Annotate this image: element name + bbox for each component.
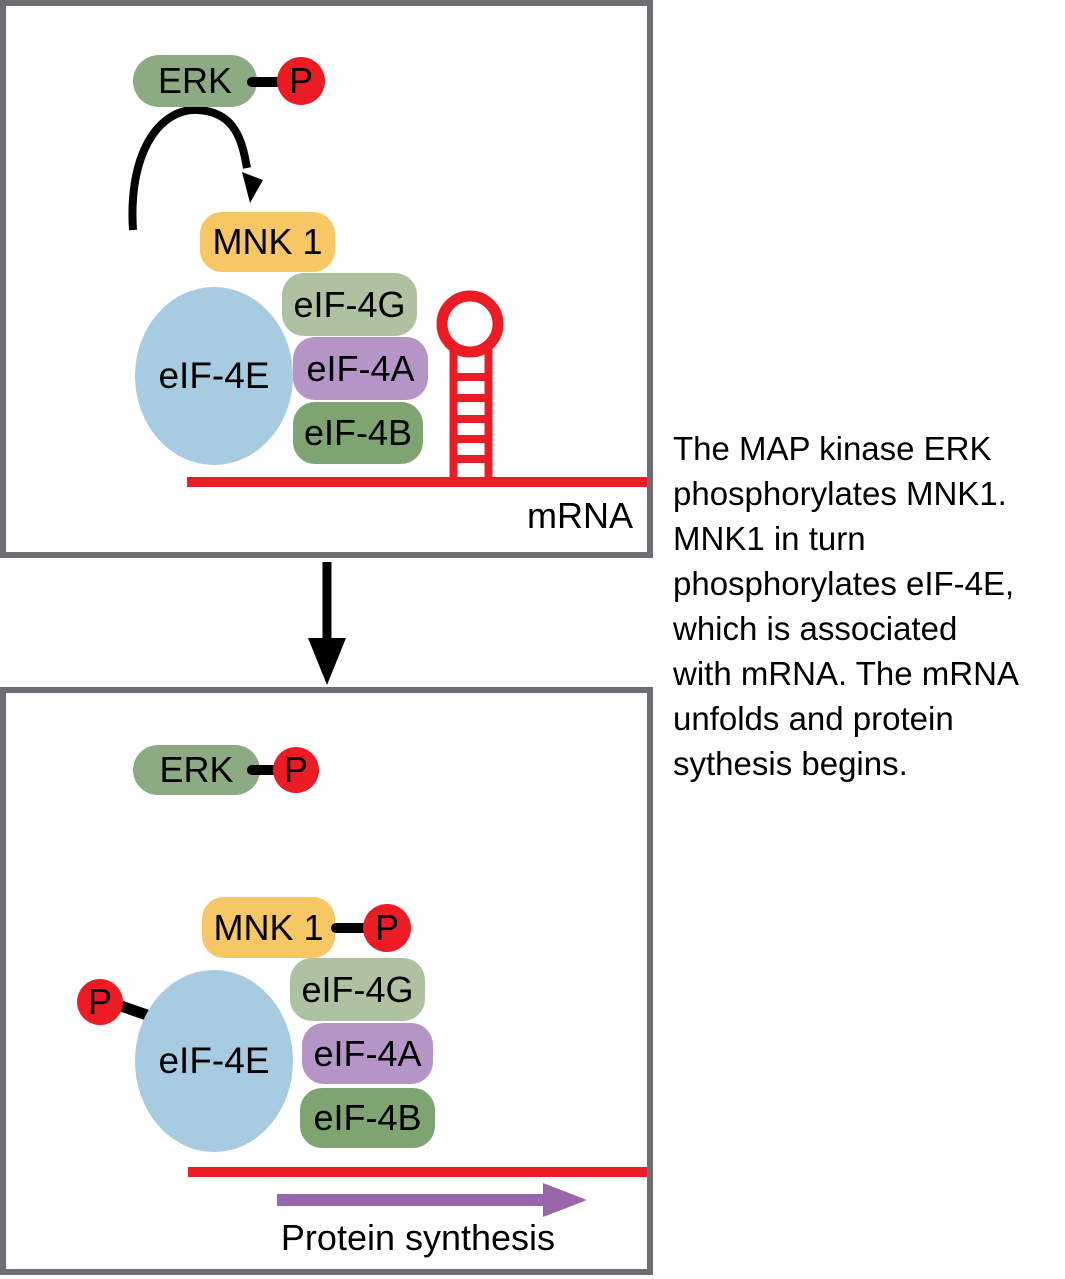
mnk1-pill: MNK 1	[200, 212, 335, 272]
eif4e-ellipse: eIF-4E	[135, 287, 293, 465]
eif4b-label: eIF-4B	[303, 412, 413, 453]
caption: The MAP kinase ERK phosphorylates MNK1. …	[673, 430, 1019, 782]
phosphate-badge: P	[277, 57, 325, 105]
down-arrow-icon	[308, 562, 346, 685]
mnk1-pill: MNK 1	[202, 897, 335, 958]
eif4e-label: eIF-4E	[158, 1040, 270, 1081]
eif4g-label: eIF-4G	[293, 283, 406, 325]
erk-phosphate-connector	[247, 765, 287, 775]
mnk1-label: MNK 1	[213, 906, 324, 948]
eif4e-ellipse: eIF-4E	[135, 970, 293, 1152]
phosphate-connector	[247, 77, 287, 87]
erk-phosphate-badge: P	[273, 747, 319, 793]
phosphate-label: P	[288, 60, 313, 101]
eif4a-label: eIF-4A	[313, 1032, 422, 1074]
erk-pill: ERK	[133, 55, 257, 107]
mrna-hairpin-icon	[187, 290, 647, 487]
erk-phosphate-label: P	[283, 749, 308, 790]
erk-label: ERK	[159, 749, 234, 790]
eif4b-pill: eIF-4B	[293, 402, 423, 464]
mnk1-phosphate-badge: P	[363, 904, 411, 952]
eif4a-label: eIF-4A	[306, 347, 415, 389]
eif4e-phosphate-badge: P	[77, 979, 123, 1025]
eif4e-phosphate-label: P	[87, 981, 112, 1022]
eif4e-label: eIF-4E	[158, 355, 270, 396]
eif4g-pill: eIF-4G	[282, 273, 417, 336]
eif4b-pill: eIF-4B	[300, 1088, 435, 1148]
erk-label: ERK	[157, 60, 233, 101]
bottom-panel: eIF-4E P ERK P MNK 1 P eIF-4G eIF-4A e	[0, 687, 653, 1275]
eif4g-pill: eIF-4G	[290, 958, 425, 1021]
eif4a-pill: eIF-4A	[302, 1023, 433, 1084]
mrna-label: mRNA	[527, 495, 633, 536]
curved-arrow-icon	[128, 105, 263, 231]
protein-synthesis-label: Protein synthesis	[280, 1217, 556, 1258]
eif4g-label: eIF-4G	[301, 968, 414, 1010]
erk-pill: ERK	[133, 745, 260, 795]
protein-synthesis-arrow-icon	[277, 1183, 587, 1217]
top-panel: eIF-4E ERK P MNK 1 eIF-4G eIF-4A eIF-4B …	[0, 0, 653, 558]
mnk1-phosphate-label: P	[374, 907, 399, 948]
eif4b-label: eIF-4B	[313, 1097, 422, 1138]
mnk1-phosphate-connector	[331, 923, 369, 933]
mnk1-label: MNK 1	[212, 221, 323, 262]
eif4a-pill: eIF-4A	[293, 337, 428, 400]
